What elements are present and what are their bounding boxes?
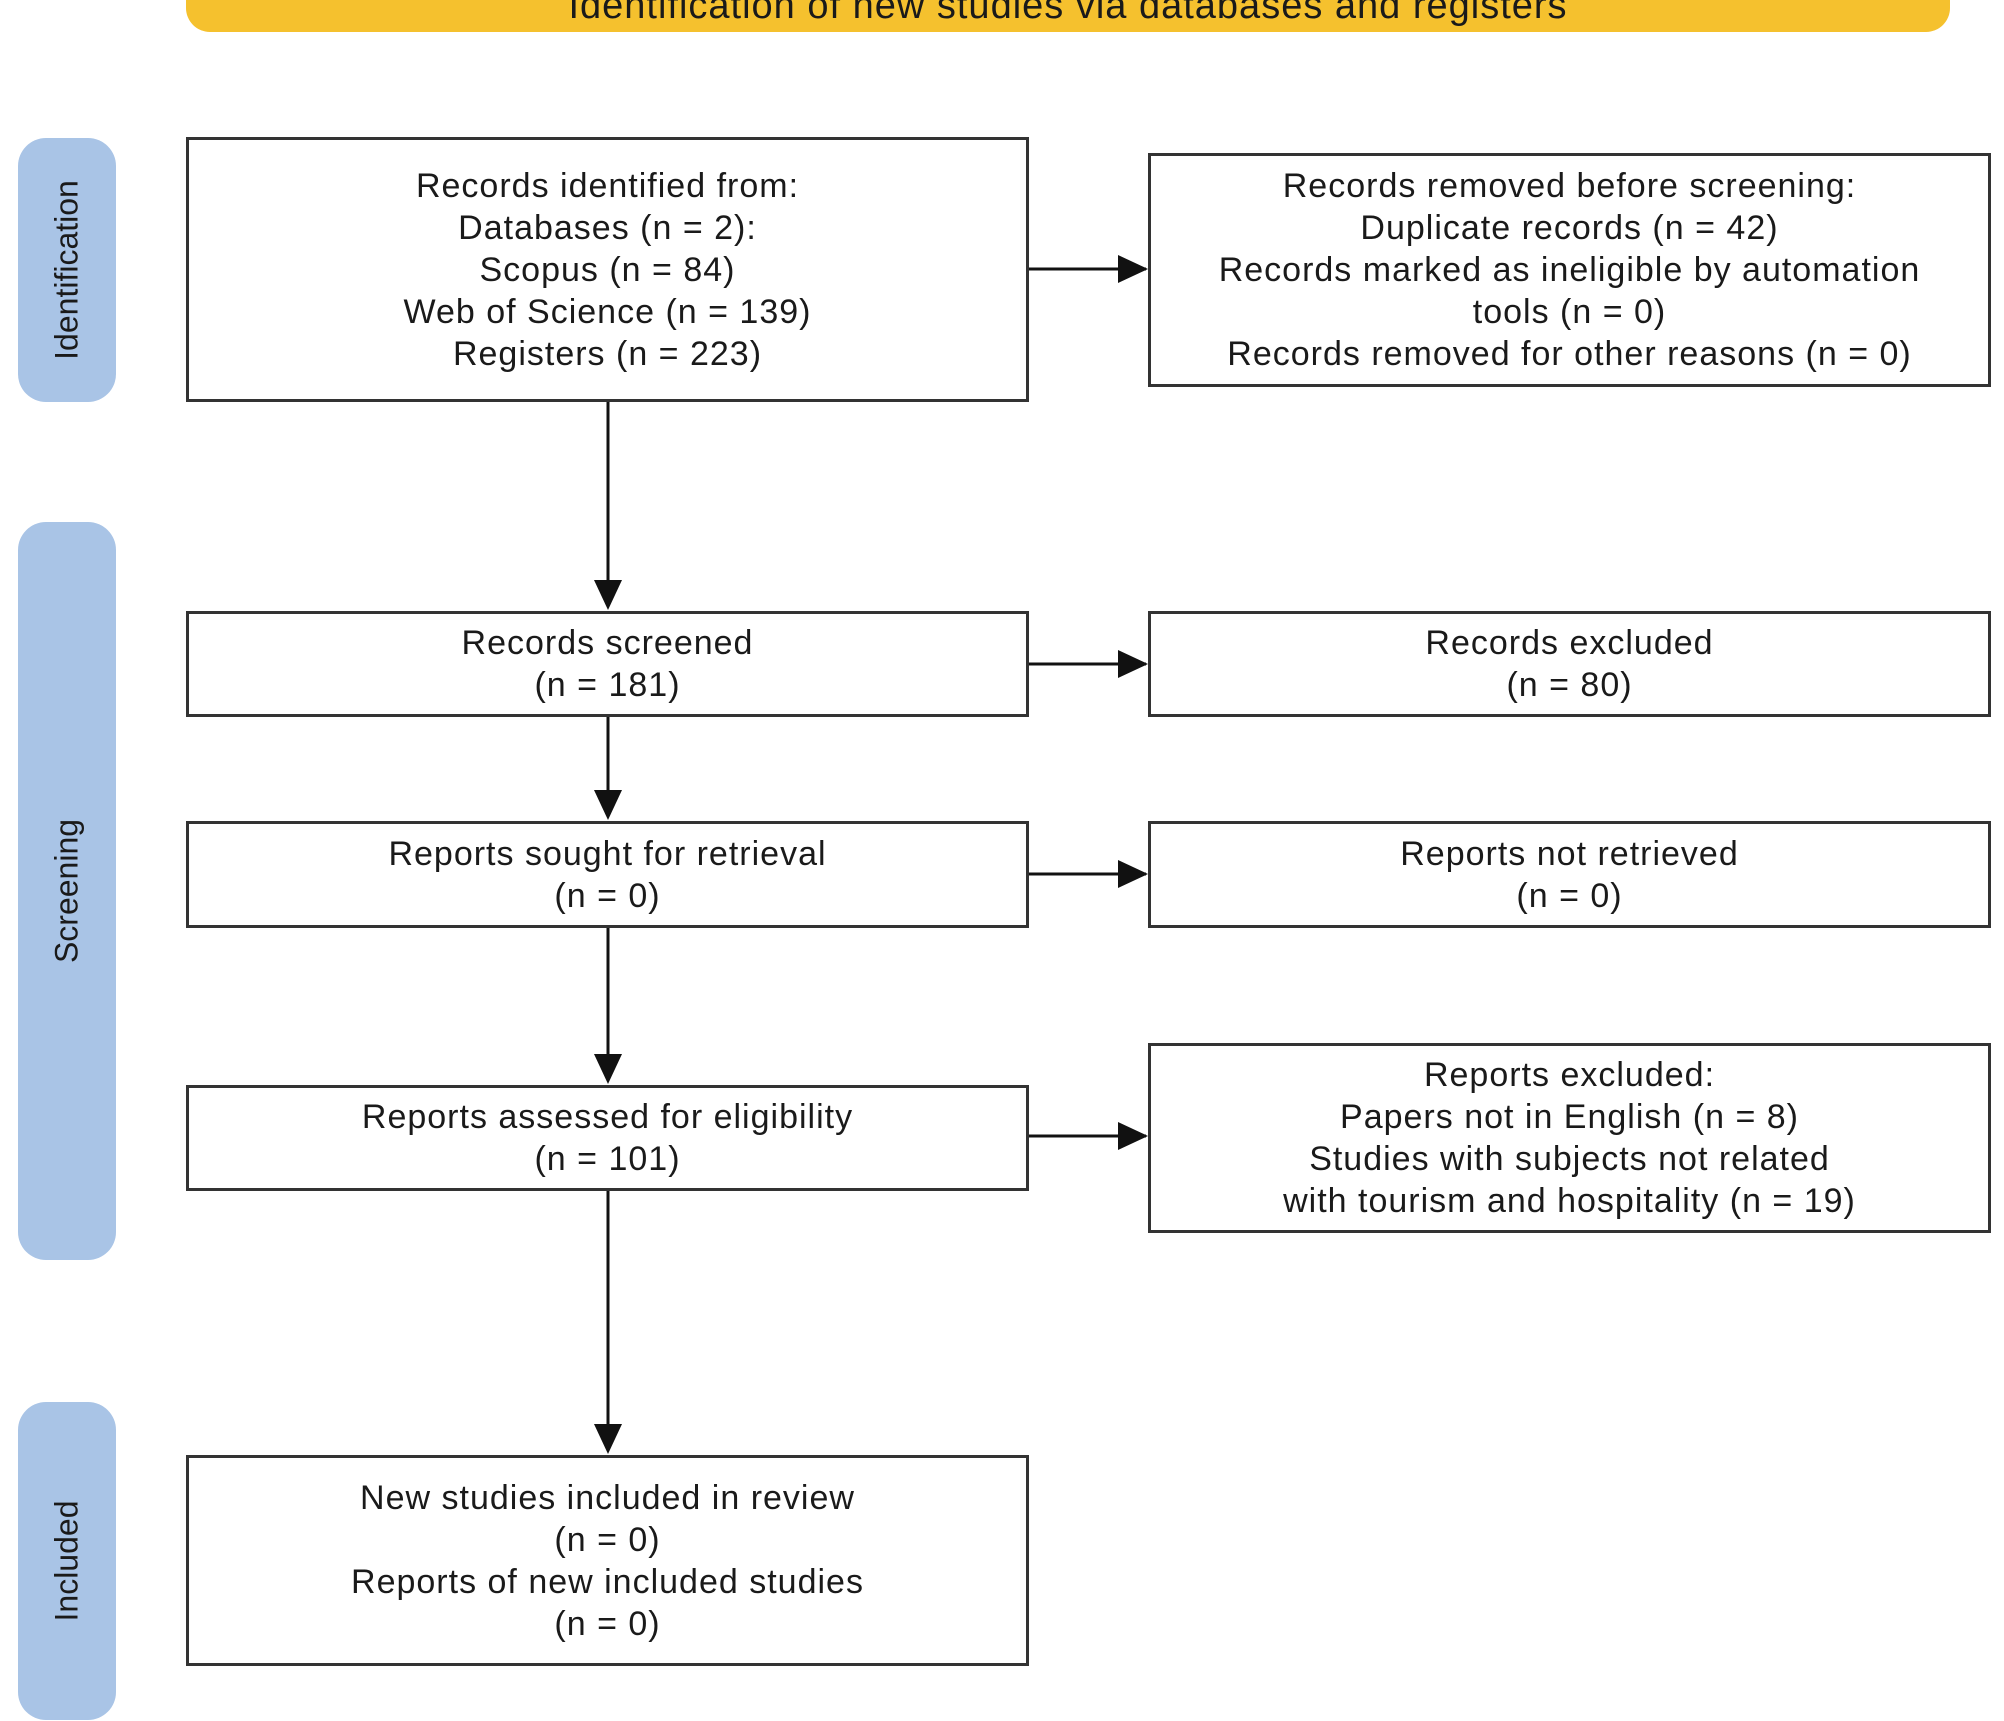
records-identified-line-2: Databases (n = 2): [458, 208, 757, 247]
records-removed-line-3: Records marked as ineligible by automati… [1218, 251, 1921, 289]
reports-sought-line-2: (n = 0) [554, 876, 661, 915]
phase-screening: Screening [18, 522, 116, 1260]
arrowhead-reports-excluded [1118, 1122, 1148, 1150]
included-line-3: Reports of new included studies [351, 1562, 864, 1601]
box-records-identified: Records identified from: Databases (n = … [186, 137, 1029, 402]
records-screened-line-1: Records screened [461, 624, 754, 662]
records-removed-line-5: Records removed for other reasons (n = 0… [1227, 335, 1912, 373]
phase-identification: Identification [18, 138, 116, 402]
reports-sought-line-1: Reports sought for retrieval [388, 834, 827, 873]
box-records-screened: Records screened (n = 181) [186, 611, 1029, 717]
records-removed-line-1: Records removed before screening: [1282, 167, 1857, 205]
included-line-2: (n = 0) [554, 1520, 661, 1559]
arrowhead-assessed [594, 1054, 622, 1084]
box-included: New studies included in review (n = 0) R… [186, 1455, 1029, 1666]
arrowhead-included [594, 1424, 622, 1454]
box-reports-sought: Reports sought for retrieval (n = 0) [186, 821, 1029, 928]
records-screened-line-2: (n = 181) [534, 666, 681, 704]
reports-excluded-line-1: Reports excluded: [1423, 1056, 1716, 1094]
box-records-removed: Records removed before screening: Duplic… [1148, 153, 1991, 387]
arrowhead-sought [594, 790, 622, 820]
reports-excluded-line-2: Papers not in English (n = 8) [1340, 1098, 1799, 1136]
reports-excluded-line-4: with tourism and hospitality (n = 19) [1283, 1182, 1856, 1220]
reports-not-retrieved-line-2: (n = 0) [1516, 876, 1623, 915]
records-excluded-line-2: (n = 80) [1506, 666, 1633, 704]
records-identified-line-1: Records identified from: [415, 166, 800, 205]
reports-assessed-line-1: Reports assessed for eligibility [361, 1098, 854, 1136]
records-identified-line-4: Web of Science (n = 139) [403, 292, 812, 331]
box-records-excluded: Records excluded (n = 80) [1148, 611, 1991, 717]
arrowhead-excluded [1118, 650, 1148, 678]
arrowhead-removed [1118, 255, 1148, 283]
header-banner: Identification of new studies via databa… [186, 0, 1950, 32]
included-line-4: (n = 0) [554, 1604, 661, 1643]
arrowhead-not-retrieved [1118, 860, 1148, 888]
records-removed-line-2: Duplicate records (n = 42) [1360, 209, 1779, 247]
reports-assessed-line-2: (n = 101) [534, 1140, 681, 1178]
box-reports-not-retrieved: Reports not retrieved (n = 0) [1148, 821, 1991, 928]
banner-title: Identification of new studies via databa… [568, 0, 1568, 27]
records-removed-line-4: tools (n = 0) [1472, 293, 1667, 331]
box-reports-assessed: Reports assessed for eligibility (n = 10… [186, 1085, 1029, 1191]
records-identified-line-5: Registers (n = 223) [452, 334, 763, 373]
arrowhead-screened [594, 580, 622, 610]
included-line-1: New studies included in review [360, 1478, 855, 1517]
records-identified-line-3: Scopus (n = 84) [479, 250, 736, 289]
records-excluded-line-1: Records excluded [1425, 624, 1714, 662]
phase-included: Included [18, 1402, 116, 1720]
reports-not-retrieved-line-1: Reports not retrieved [1400, 834, 1739, 873]
box-reports-excluded: Reports excluded: Papers not in English … [1148, 1043, 1991, 1233]
reports-excluded-line-3: Studies with subjects not related [1309, 1140, 1830, 1178]
